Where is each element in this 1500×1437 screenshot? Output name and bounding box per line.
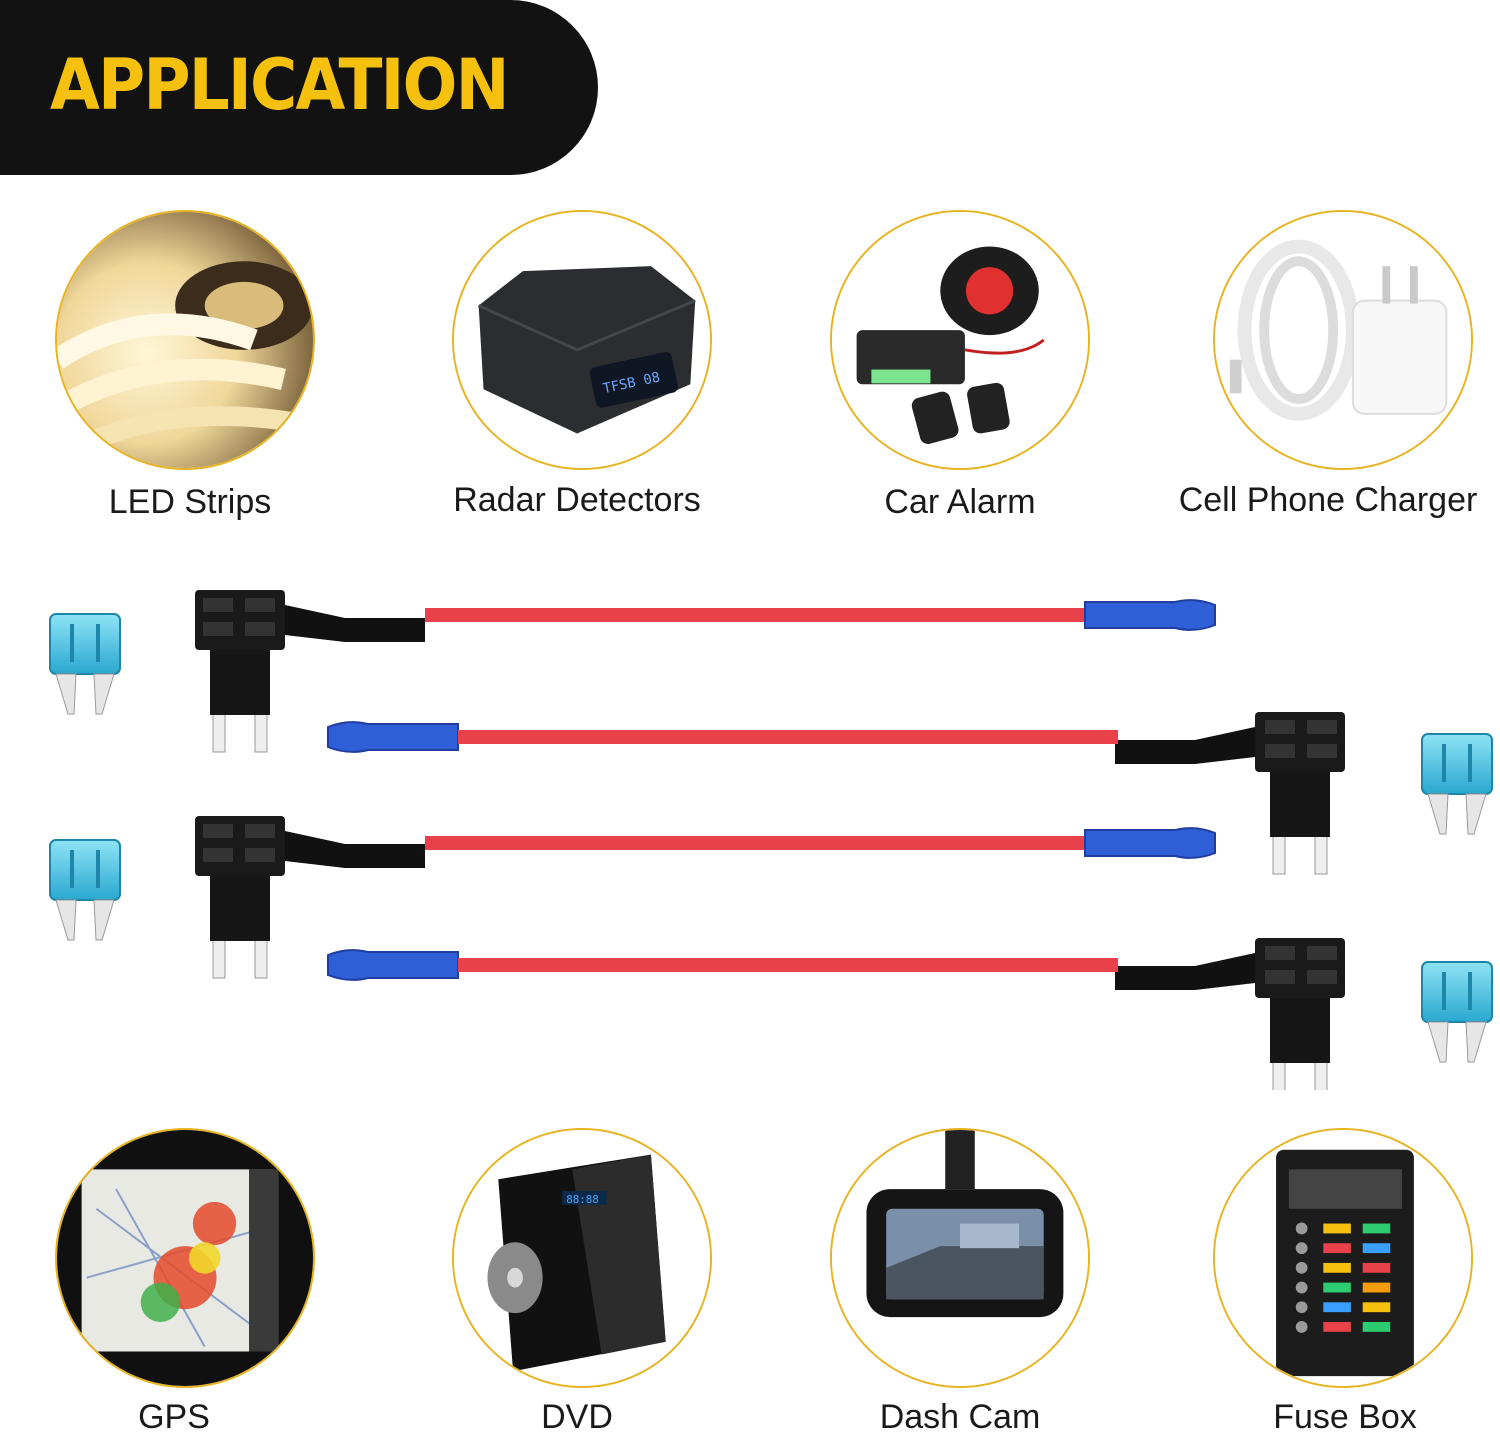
red-wire bbox=[425, 836, 1085, 850]
radar-detector-icon: TFSB 08 bbox=[452, 210, 712, 470]
caption-car-alarm: Car Alarm bbox=[884, 483, 1036, 521]
dvd-icon: 88:88 bbox=[452, 1128, 712, 1388]
gps-icon bbox=[55, 1128, 315, 1388]
application-banner: APPLICATION bbox=[0, 0, 598, 175]
caption-dvd: DVD bbox=[541, 1398, 613, 1436]
red-wire bbox=[425, 608, 1085, 622]
caption-radar-detectors: Radar Detectors bbox=[453, 481, 701, 519]
red-wire bbox=[458, 730, 1118, 744]
mini-fuse-icon bbox=[48, 838, 122, 942]
mini-fuse-icon bbox=[48, 612, 122, 716]
car-alarm-icon bbox=[830, 210, 1090, 470]
svg-text:88:88: 88:88 bbox=[566, 1193, 599, 1206]
phone-charger-icon bbox=[1213, 210, 1473, 470]
butt-connector-icon bbox=[1084, 827, 1216, 859]
caption-fuse-box: Fuse Box bbox=[1273, 1398, 1417, 1436]
caption-led-strips: LED Strips bbox=[108, 483, 272, 521]
banner-title: APPLICATION bbox=[50, 44, 509, 126]
led-strip-icon bbox=[55, 210, 315, 470]
fuse-tap-cables bbox=[48, 589, 1494, 1090]
mini-fuse-icon bbox=[1420, 732, 1494, 836]
red-wire bbox=[458, 958, 1118, 972]
mini-fuse-icon bbox=[1420, 960, 1494, 1064]
dash-cam-icon bbox=[830, 1128, 1090, 1388]
caption-cell-phone-charger: Cell Phone Charger bbox=[1178, 481, 1478, 519]
fuse-box-icon bbox=[1213, 1128, 1473, 1388]
butt-connector-icon bbox=[1084, 599, 1216, 631]
caption-gps: GPS bbox=[138, 1398, 210, 1436]
caption-dash-cam: Dash Cam bbox=[879, 1398, 1041, 1436]
